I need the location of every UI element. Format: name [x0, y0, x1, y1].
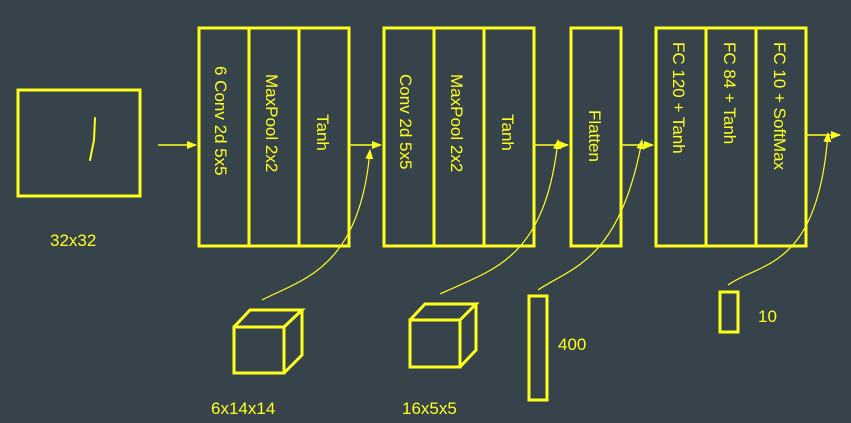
block1-output-shape: 6x14x14	[211, 399, 275, 418]
digit-sketch	[89, 117, 96, 161]
output-size-label: 10	[758, 307, 777, 326]
block2-output-shape: 16x5x5	[402, 399, 457, 418]
block1-activation-label: Tanh	[313, 114, 332, 151]
flatten-label: Flatten	[585, 110, 604, 162]
connector-block2-cube	[439, 139, 562, 295]
input-size-label: 32x32	[50, 231, 96, 250]
connector-output-vector	[727, 132, 832, 286]
fc2-label: FC 84 + Tanh	[720, 42, 739, 144]
block2-activation-label: Tanh	[498, 114, 517, 151]
flatten-vector	[527, 294, 549, 402]
block2-conv-label: Conv 2d 5x5	[396, 74, 415, 169]
block2: Conv 2d 5x5 MaxPool 2x2 Tanh	[382, 26, 536, 248]
input-image	[16, 88, 142, 198]
fc1-label: FC 120 + Tanh	[669, 42, 688, 154]
block1: 6 Conv 2d 5x5 MaxPool 2x2 Tanh	[197, 26, 351, 248]
fc-block: FC 120 + Tanh FC 84 + Tanh FC 10 + SoftM…	[654, 26, 808, 248]
block2-pool-label: MaxPool 2x2	[447, 74, 466, 172]
flatten-size-label: 400	[558, 335, 586, 354]
flatten-block: Flatten	[569, 26, 623, 248]
output-vector	[718, 290, 740, 334]
fc3-label: FC 10 + SoftMax	[770, 42, 789, 171]
block1-conv-label: 6 Conv 2d 5x5	[211, 66, 230, 176]
connector-flatten-vector	[537, 139, 645, 291]
block2-output-cube	[408, 302, 480, 369]
connector-block1-cube	[261, 149, 374, 301]
block1-output-cube	[232, 308, 306, 375]
block1-pool-label: MaxPool 2x2	[262, 74, 281, 172]
